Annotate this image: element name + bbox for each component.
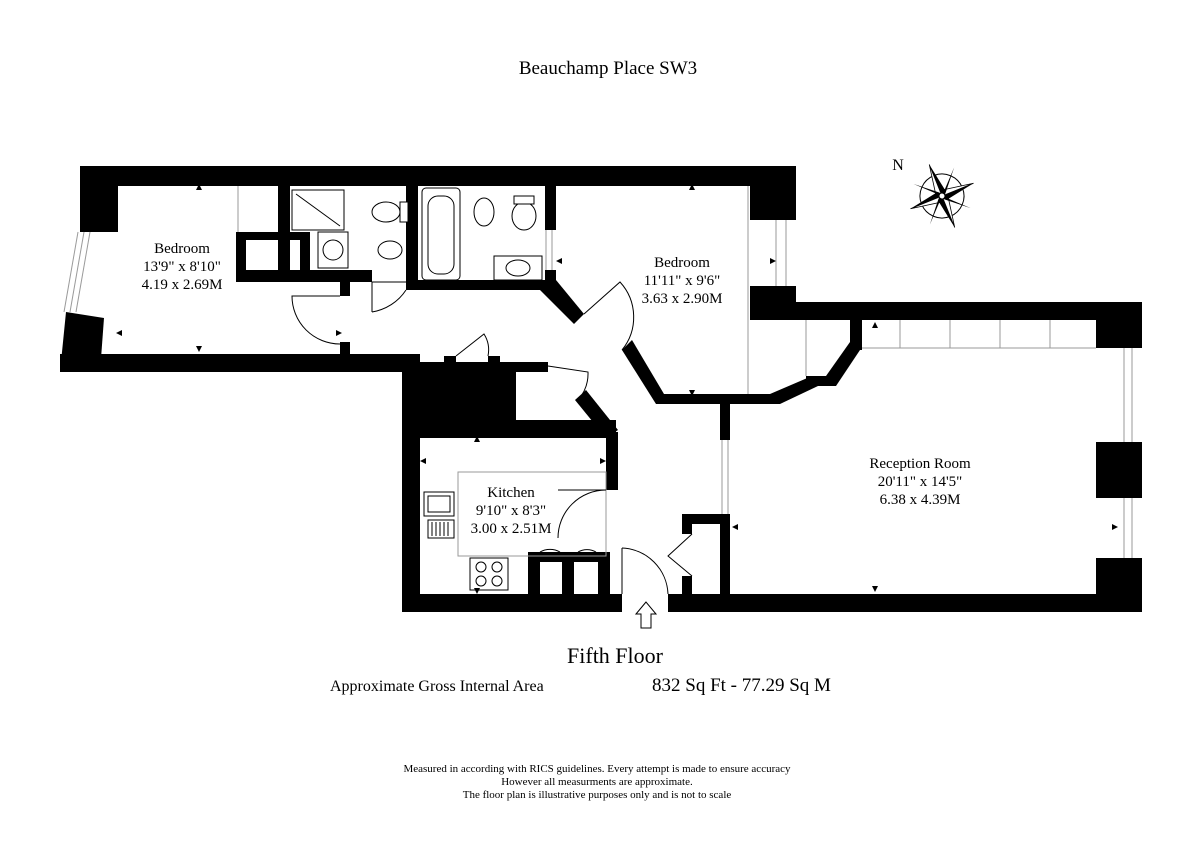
- bidet-2-icon: [473, 197, 495, 227]
- dimension-markers: [116, 184, 1118, 594]
- disclaimer-line: The floor plan is illustrative purposes …: [463, 789, 732, 801]
- area-value: 832 Sq Ft - 77.29 Sq M: [652, 675, 831, 696]
- room-imperial: 9'10" x 8'3": [476, 503, 546, 519]
- room-metric: 3.63 x 2.90M: [642, 291, 723, 307]
- disclaimer: Measured in according with RICS guidelin…: [403, 763, 791, 801]
- room-name: Kitchen: [487, 485, 535, 501]
- room-imperial: 13'9" x 8'10": [143, 259, 221, 275]
- room-imperial: 11'11" x 9'6": [644, 273, 721, 289]
- disclaimer-line: However all measurments are approximate.: [501, 776, 693, 788]
- compass-rose-icon: N: [892, 157, 974, 228]
- kitchen-fixtures: [423, 491, 509, 591]
- room-metric: 3.00 x 2.51M: [471, 521, 552, 537]
- room-label-reception: Reception Room 20'11" x 14'5" 6.38 x 4.3…: [869, 456, 971, 508]
- bathroom-fixtures: [291, 187, 543, 281]
- room-imperial: 20'11" x 14'5": [878, 474, 963, 490]
- room-label-bedroom-2: Bedroom 11'11" x 9'6" 3.63 x 2.90M: [642, 255, 723, 307]
- entrance-arrow-icon: [634, 601, 658, 629]
- plan-title: Beauchamp Place SW3: [519, 58, 697, 79]
- doors: [291, 281, 693, 595]
- room-label-kitchen: Kitchen 9'10" x 8'3" 3.00 x 2.51M: [471, 485, 552, 537]
- room-name: Bedroom: [654, 255, 710, 271]
- room-metric: 6.38 x 4.39M: [880, 492, 961, 508]
- built-in-units: [237, 186, 1096, 557]
- walls: [60, 166, 1142, 612]
- room-name: Bedroom: [154, 241, 210, 257]
- compass-north-label: N: [892, 157, 904, 174]
- room-label-bedroom-1: Bedroom 13'9" x 8'10" 4.19 x 2.69M: [142, 241, 223, 293]
- toilet-icon: [371, 201, 401, 223]
- room-metric: 4.19 x 2.69M: [142, 277, 223, 293]
- disclaimer-line: Measured in according with RICS guidelin…: [403, 763, 791, 775]
- room-name: Reception Room: [869, 456, 971, 472]
- toilet-2-icon: [511, 201, 537, 231]
- area-label: Approximate Gross Internal Area: [330, 678, 544, 695]
- left-window: [63, 231, 91, 313]
- right-windows: [775, 220, 1133, 558]
- floor-name: Fifth Floor: [567, 643, 664, 668]
- bidet-icon: [377, 240, 403, 260]
- hob-icon: [469, 557, 509, 591]
